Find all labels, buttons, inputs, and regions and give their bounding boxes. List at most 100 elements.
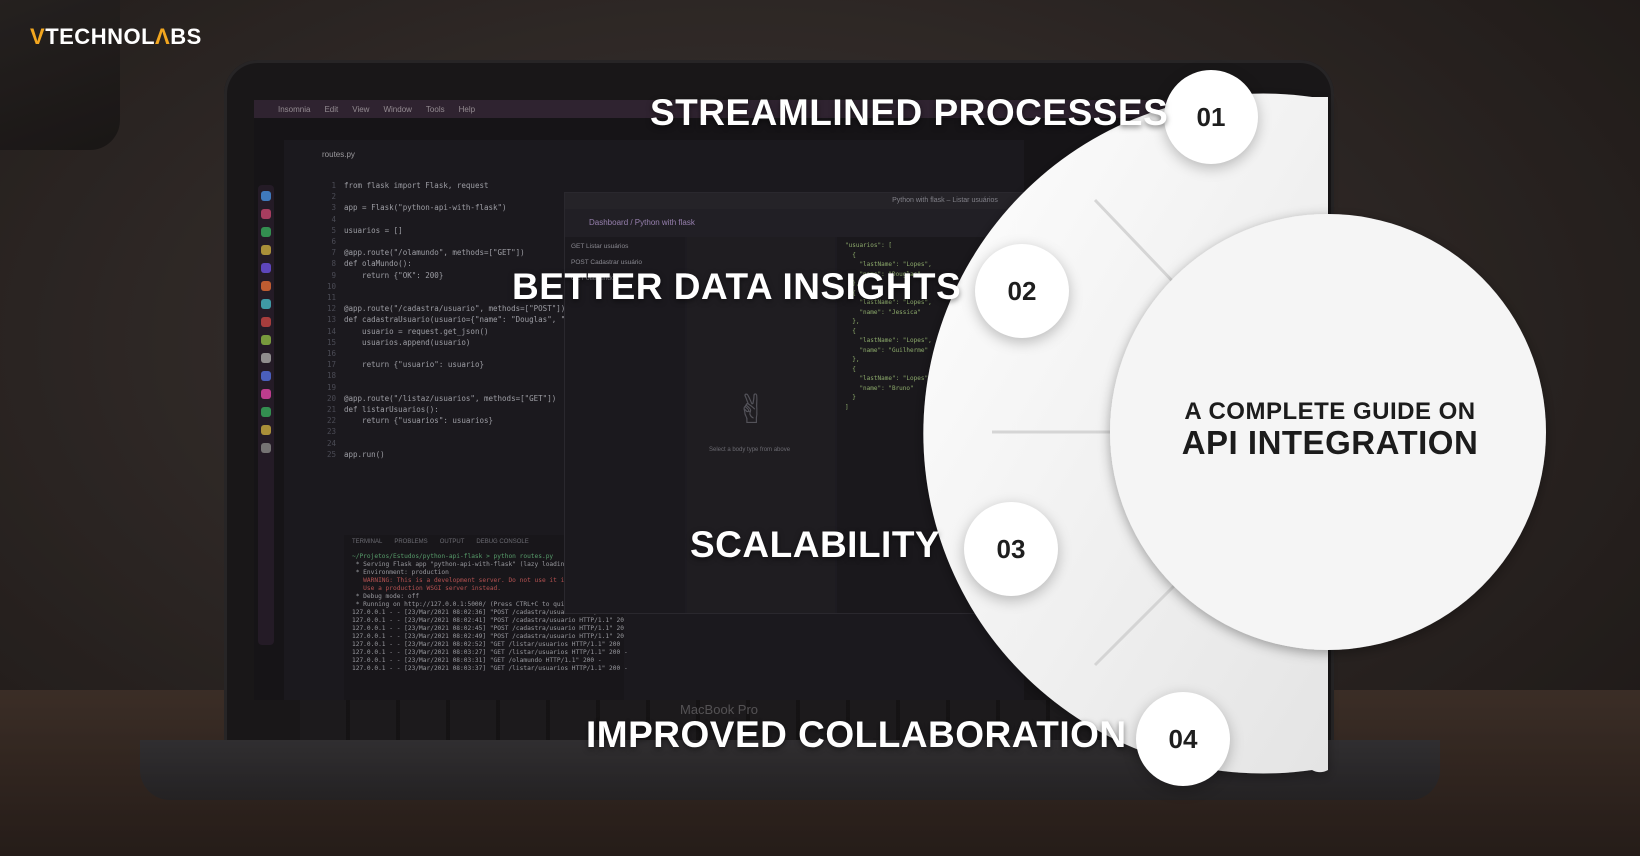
terminal-line: * Environment: production — [352, 569, 449, 576]
line-number: 23 — [326, 427, 336, 437]
mac-menubar: Insomnia Edit View Window Tools Help — [254, 100, 1294, 118]
label-streamlined-processes: STREAMLINED PROCESSES — [650, 92, 1169, 133]
code-text: @app.route("/olamundo", methods=["GET"]) — [344, 248, 525, 258]
code-line: 20@app.route("/listaz/usuarios", methods… — [314, 393, 606, 404]
terminal-line: * Debug mode: off — [352, 593, 420, 600]
peace-hand-icon: ✌ — [735, 388, 769, 432]
line-number: 21 — [326, 405, 336, 415]
code-line: 2 — [314, 191, 606, 202]
terminal-line: * Serving Flask app "python-api-with-fla… — [352, 561, 572, 568]
response-line: } — [845, 394, 856, 401]
line-number: 8 — [331, 259, 336, 269]
line-number: 22 — [326, 416, 336, 426]
inner-circle — [1110, 214, 1546, 650]
code-line: 16 — [314, 348, 606, 359]
menubar-item: Edit — [324, 104, 339, 114]
menubar-item: View — [352, 104, 370, 114]
code-line: 10 — [314, 281, 606, 292]
code-text: return {"usuarios": usuarios} — [344, 416, 494, 426]
logo-accent: Λ — [155, 24, 171, 49]
insomnia-body-panel: ✌ Select a body type from above — [687, 237, 835, 613]
code-line: 17 return {"usuario": usuario} — [314, 359, 606, 370]
code-line: 12@app.route("/cadastra/usuario", method… — [314, 303, 606, 314]
editor-tab: routes.py — [322, 150, 355, 159]
insomnia-request-list: GET Listar usuários POST Cadastrar usuár… — [565, 237, 685, 613]
line-number: 16 — [326, 349, 336, 359]
code-line: 23 — [314, 426, 606, 437]
menubar-item: Insomnia — [278, 104, 311, 114]
number-badge-01: 01 — [1164, 70, 1258, 164]
tab-debug-console: DEBUG CONSOLE — [476, 539, 529, 545]
title-line-2: API INTEGRATION — [1181, 424, 1479, 461]
line-number: 6 — [331, 237, 336, 247]
response-line: { — [845, 327, 856, 335]
request-item: POST Cadastrar usuário — [571, 259, 643, 266]
response-line: ] — [845, 403, 849, 411]
number-badge-04: 04 — [1136, 692, 1230, 786]
code-line: 14 usuario = request.get_json() — [314, 326, 606, 337]
tab-problems: PROBLEMS — [394, 539, 428, 545]
response-line: "lastName": "Lopes", — [845, 375, 932, 382]
lamp-shadow — [0, 0, 120, 150]
code-line: 11 — [314, 292, 606, 303]
line-number: 11 — [326, 293, 336, 303]
code-line: 4 — [314, 214, 606, 225]
response-line: }, — [845, 318, 860, 325]
label-improved-collaboration: IMPROVED COLLABORATION — [586, 714, 1127, 755]
line-number: 10 — [326, 281, 336, 291]
menubar-item: Help — [458, 104, 476, 114]
code-text: @app.route("/listaz/usuarios", methods=[… — [344, 393, 557, 403]
code-line: 22 return {"usuarios": usuarios} — [314, 415, 606, 426]
terminal-line: 127.0.0.1 - - [23/Mar/2021 08:02:52] "GE… — [352, 641, 621, 648]
label-scalability: SCALABILITY — [690, 524, 941, 565]
response-line: }, — [845, 356, 860, 363]
label-better-data-insights: BETTER DATA INSIGHTS — [512, 266, 962, 307]
menubar-item: Window — [383, 104, 412, 114]
line-number: 24 — [326, 438, 336, 448]
response-line: "name": "Bruno" — [845, 384, 914, 392]
line-number: 9 — [331, 270, 336, 280]
request-item: GET Listar usuários — [571, 243, 629, 250]
dock — [258, 185, 274, 645]
line-number: 18 — [326, 371, 336, 381]
code-text: def olaMundo(): — [344, 259, 412, 269]
response-line: "name": "Jessica" — [845, 308, 921, 316]
response-line: "name": "Douglas" — [845, 270, 921, 278]
code-text: return {"usuario": usuario} — [344, 360, 484, 370]
code-text: def listarUsuarios(): — [344, 405, 439, 415]
code-line: 9 return {"OK": 200} — [314, 270, 606, 281]
response-line: "lastName": "Lopes", — [845, 261, 932, 268]
code-text: usuarios.append(usuario) — [344, 337, 471, 347]
response-line: }, — [845, 280, 860, 287]
logo-main: TECHNOL — [45, 24, 156, 49]
code-line: 19 — [314, 382, 606, 393]
line-number: 19 — [326, 382, 336, 392]
line-number: 13 — [326, 315, 336, 325]
line-number: 15 — [326, 337, 336, 347]
code-line: 18 — [314, 370, 606, 381]
terminal-line: 127.0.0.1 - - [23/Mar/2021 08:03:27] "GE… — [352, 649, 628, 656]
code-line: 6 — [314, 236, 606, 247]
code-text: from flask import Flask, request — [344, 181, 489, 190]
response-line: { — [845, 251, 856, 259]
code-line: 8 def olaMundo(): — [314, 258, 606, 269]
logo-v: V — [30, 24, 46, 49]
code-text: usuario = request.get_json() — [344, 326, 489, 336]
terminal-tabs: TERMINAL PROBLEMS OUTPUT DEBUG CONSOLE — [344, 535, 624, 549]
line-number: 12 — [326, 304, 336, 314]
line-number: 14 — [326, 326, 336, 336]
code-line: 24 — [314, 438, 606, 449]
terminal-line: 127.0.0.1 - - [23/Mar/2021 08:03:31] "GE… — [352, 657, 602, 664]
response-line: "lastName": "Lopes", — [845, 299, 932, 306]
code-text: return {"OK": 200} — [344, 270, 444, 280]
number-badge-02: 02 — [975, 244, 1069, 338]
tab-output: OUTPUT — [439, 539, 465, 545]
response-line: "usuarios": [ — [845, 242, 892, 249]
code-text: app = Flask("python-api-with-flask") — [344, 203, 507, 213]
